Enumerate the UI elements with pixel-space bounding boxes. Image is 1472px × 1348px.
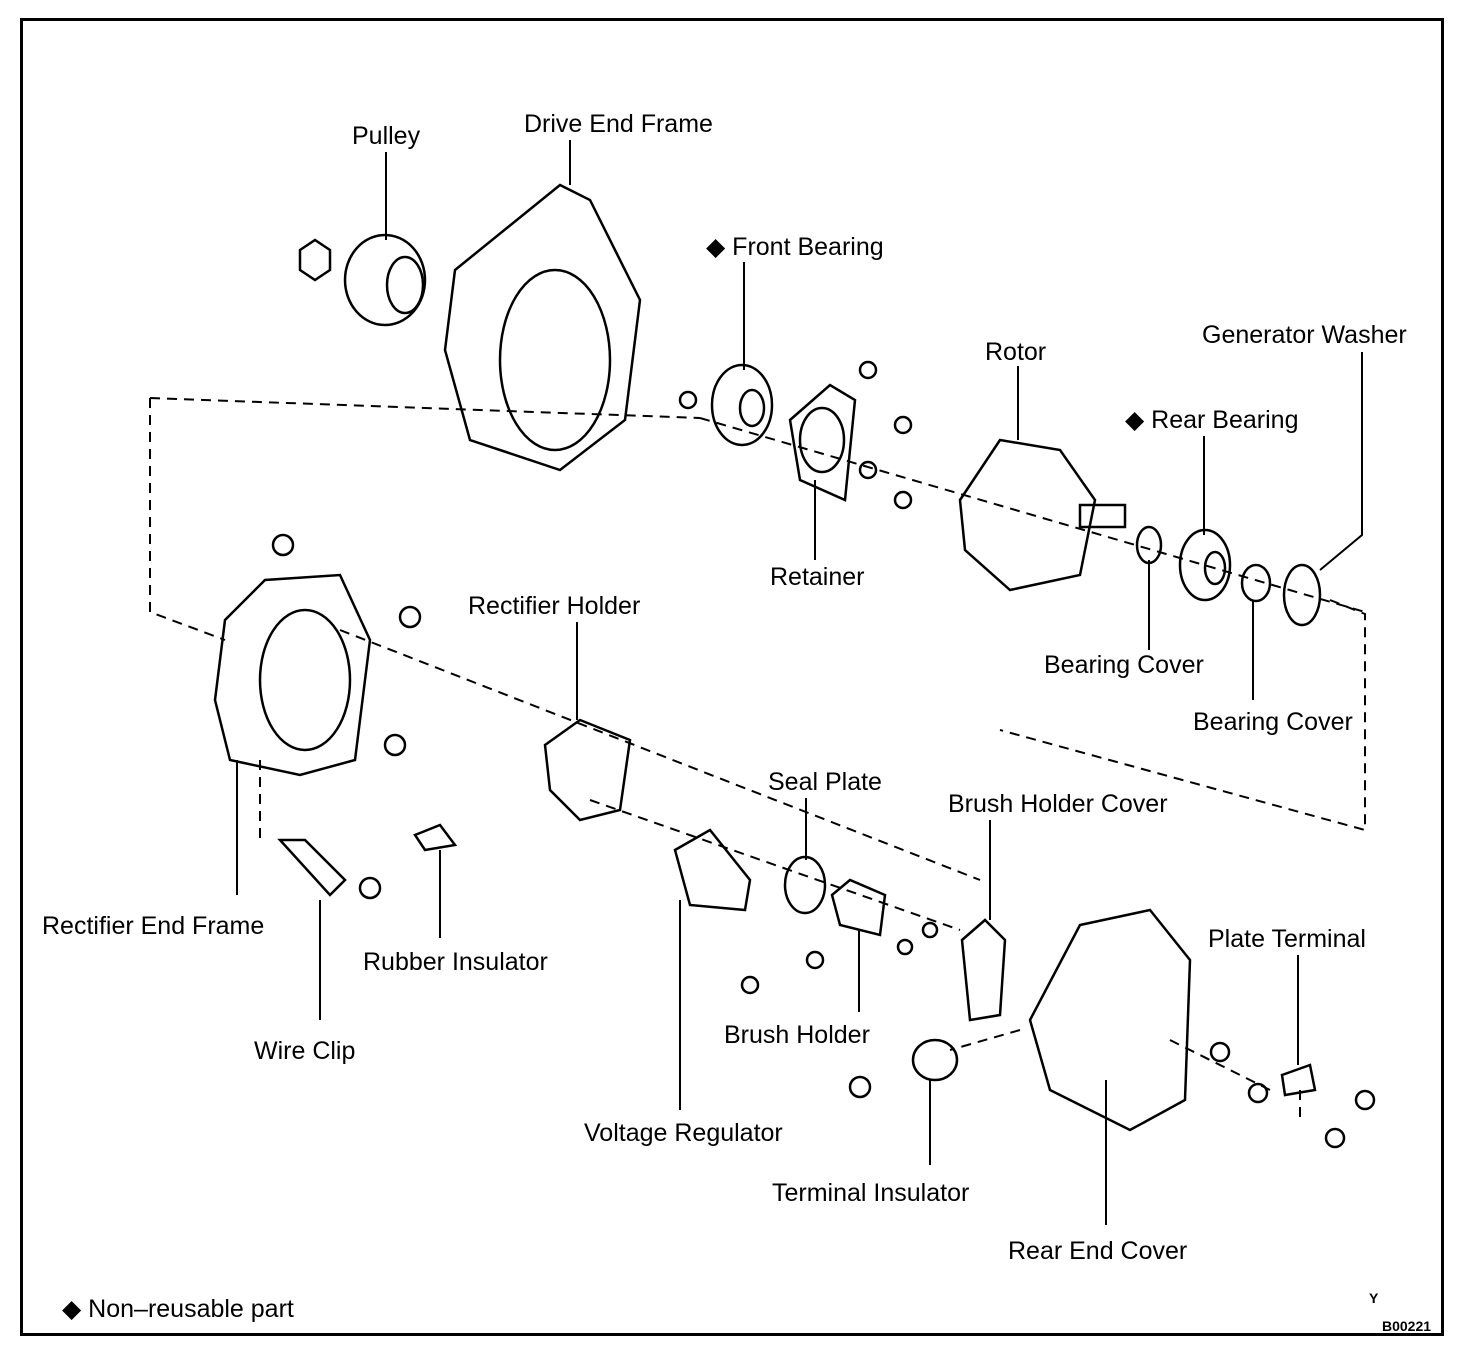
label-terminal-insulator: Terminal Insulator — [772, 1179, 970, 1207]
label-wire-clip: Wire Clip — [254, 1037, 356, 1065]
rectifier-holder — [543, 718, 632, 822]
label-plate-terminal: Plate Terminal — [1208, 925, 1366, 953]
label-brush-holder: Brush Holder — [724, 1021, 870, 1049]
rotor-shaft — [1078, 503, 1127, 529]
rectifier-end-frame — [213, 573, 372, 777]
label-drive-end-frame: Drive End Frame — [524, 110, 713, 138]
label-rotor: Rotor — [985, 338, 1047, 366]
brush-holder — [830, 878, 887, 937]
diagram-frame — [20, 18, 1444, 1336]
terminal-insulator — [911, 1038, 959, 1082]
label-brush-holder-cover: Brush Holder Cover — [948, 790, 1168, 818]
wire-clip — [277, 838, 347, 897]
view-mark: Y — [1369, 1290, 1379, 1306]
legend-non-reusable: ◆ Non–reusable part — [62, 1295, 294, 1323]
retainer — [788, 383, 857, 502]
seal-plate — [783, 855, 827, 915]
rubber-insulator — [413, 823, 458, 852]
label-seal-plate: Seal Plate — [768, 768, 882, 796]
leader-lines — [236, 140, 1363, 1225]
rear-bearing — [1178, 528, 1232, 602]
label-rear-bearing: ◆ Rear Bearing — [1125, 406, 1299, 434]
label-bearing-cover-1: Bearing Cover — [1044, 651, 1204, 679]
bearing-cover-2 — [1240, 563, 1272, 603]
bearing-cover-1 — [1135, 525, 1163, 565]
figure-code: B00221 — [1382, 1318, 1432, 1334]
label-generator-washer: Generator Washer — [1202, 321, 1407, 349]
rear-end-cover — [1028, 908, 1192, 1132]
label-voltage-regulator: Voltage Regulator — [584, 1119, 783, 1147]
label-rear-end-cover: Rear End Cover — [1008, 1237, 1188, 1265]
voltage-regulator — [673, 828, 752, 912]
drive-end-frame — [443, 183, 642, 472]
rotor — [958, 438, 1097, 592]
label-rectifier-holder: Rectifier Holder — [468, 592, 641, 620]
label-rubber-insulator: Rubber Insulator — [363, 948, 548, 976]
label-rectifier-end-frame: Rectifier End Frame — [42, 912, 265, 940]
label-bearing-cover-2: Bearing Cover — [1193, 708, 1353, 736]
part-shapes — [213, 183, 1376, 1149]
pulley — [343, 233, 427, 327]
pulley-nut — [298, 238, 332, 282]
plate-terminal — [1280, 1063, 1317, 1097]
generator-washer — [1282, 563, 1322, 627]
assembly-dashed-lines — [149, 397, 1366, 1120]
brush-holder-cover — [960, 918, 1007, 1022]
label-pulley: Pulley — [352, 122, 421, 150]
front-bearing — [710, 363, 774, 447]
label-retainer: Retainer — [770, 563, 865, 591]
label-front-bearing: ◆ Front Bearing — [706, 233, 884, 261]
